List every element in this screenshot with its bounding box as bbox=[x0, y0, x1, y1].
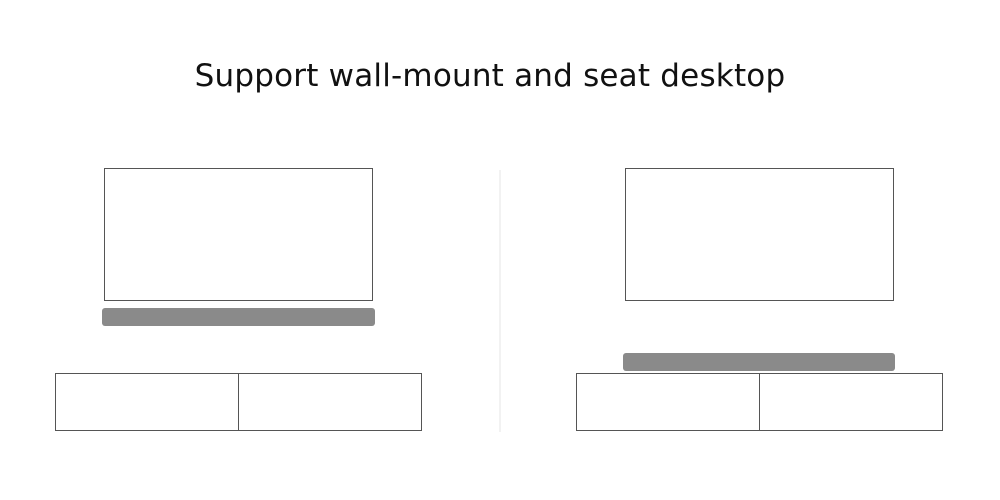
seat-desktop-scene bbox=[576, 168, 943, 431]
tv-screen-right bbox=[625, 168, 894, 301]
soundbar-on-desktop bbox=[623, 353, 895, 371]
page-title: Support wall-mount and seat desktop bbox=[194, 58, 786, 94]
tv-cabinet-right bbox=[576, 373, 943, 431]
soundbar-wall-mounted bbox=[102, 308, 375, 326]
wall-mount-scene bbox=[55, 168, 422, 431]
tv-screen-left bbox=[104, 168, 373, 301]
tv-cabinet-left bbox=[55, 373, 422, 431]
